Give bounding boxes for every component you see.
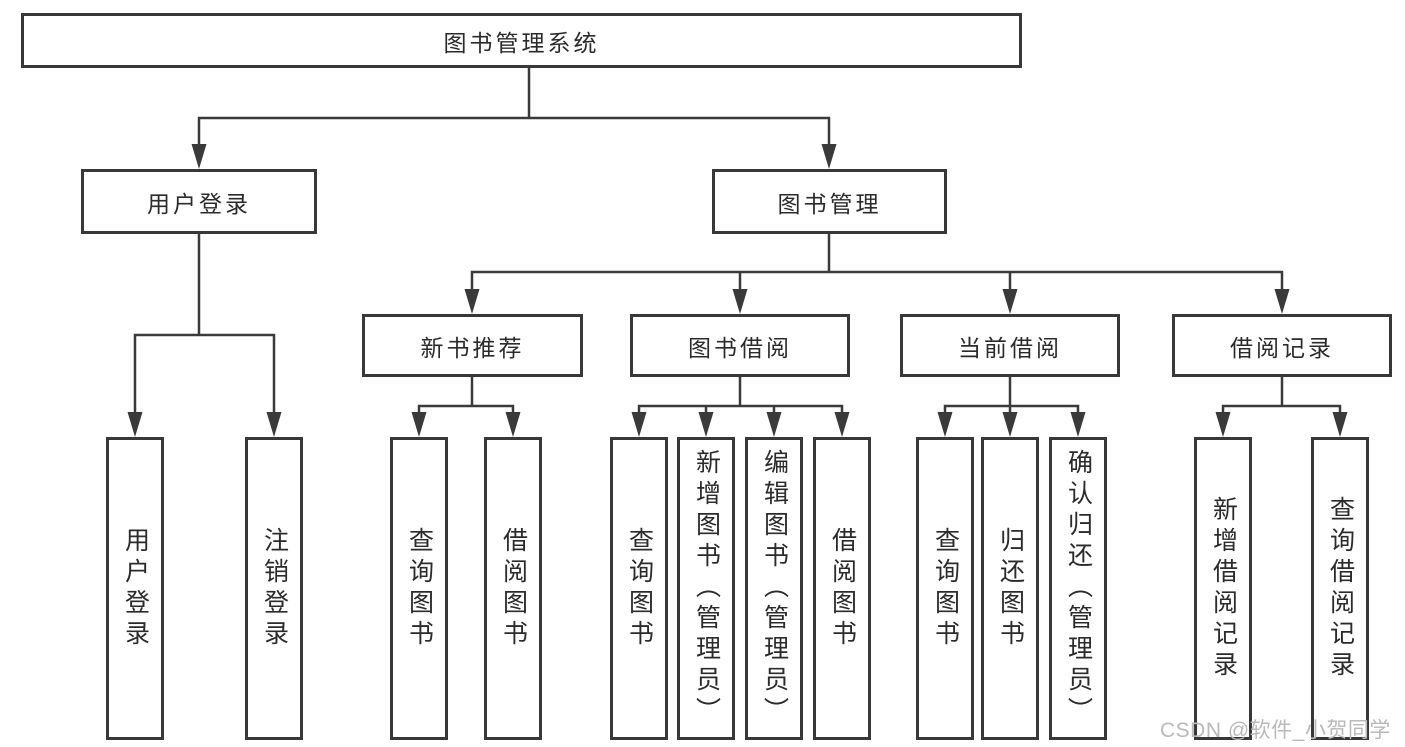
leaf-confirm-return-admin: 确认归还（管理员） xyxy=(1049,437,1107,740)
leaf-logout: 注销登录 xyxy=(245,437,303,740)
node-label: 查询图书 xyxy=(625,526,654,651)
leaf-borrow-books: 借阅图书 xyxy=(813,437,871,740)
node-label: 确认归还（管理员） xyxy=(1064,449,1093,728)
node-user-login: 用户登录 xyxy=(81,169,317,234)
node-book-borrowing: 图书借阅 xyxy=(630,314,850,377)
node-label: 查询图书 xyxy=(405,526,434,651)
node-label: 编辑图书（管理员） xyxy=(760,449,789,728)
csdn-watermark: CSDN @软件_小贺同学 xyxy=(1160,719,1391,742)
leaf-borrow-books-recommend: 借阅图书 xyxy=(484,437,542,740)
leaf-return-books: 归还图书 xyxy=(981,437,1039,740)
node-label: 查询借阅记录 xyxy=(1326,495,1355,682)
node-book-management: 图书管理 xyxy=(712,169,947,234)
node-label: 借阅记录 xyxy=(1230,334,1334,361)
leaf-query-books-current: 查询图书 xyxy=(916,437,974,740)
leaf-query-books-borrow: 查询图书 xyxy=(610,437,668,740)
node-new-book-recommendation: 新书推荐 xyxy=(362,314,583,377)
node-label: 新增图书（管理员） xyxy=(692,449,721,728)
node-label: 借阅图书 xyxy=(828,526,857,651)
node-label: 归还图书 xyxy=(996,526,1025,651)
node-label: 注销登录 xyxy=(260,526,289,651)
arrowheads xyxy=(127,144,1348,437)
leaf-query-books-recommend: 查询图书 xyxy=(390,437,448,740)
leaf-query-borrow-record: 查询借阅记录 xyxy=(1311,437,1369,740)
leaf-edit-book-admin: 编辑图书（管理员） xyxy=(745,437,803,740)
node-label: 图书管理系统 xyxy=(443,29,600,56)
node-label: 新书推荐 xyxy=(420,334,525,361)
node-label: 用户登录 xyxy=(147,190,251,217)
node-label: 当前借阅 xyxy=(958,334,1062,361)
node-label: 图书管理 xyxy=(777,190,882,217)
leaf-user-login: 用户登录 xyxy=(106,437,164,740)
node-label: 图书借阅 xyxy=(688,334,792,361)
node-label: 借阅图书 xyxy=(499,526,528,651)
node-label: 新增借阅记录 xyxy=(1209,495,1238,682)
node-current-borrowing: 当前借阅 xyxy=(900,314,1120,377)
leaf-add-borrow-record: 新增借阅记录 xyxy=(1194,437,1252,740)
node-borrowing-records: 借阅记录 xyxy=(1172,314,1392,377)
leaf-add-book-admin: 新增图书（管理员） xyxy=(677,437,735,740)
node-label: 用户登录 xyxy=(121,526,150,651)
node-library-management-system: 图书管理系统 xyxy=(21,13,1022,68)
node-label: 查询图书 xyxy=(931,526,960,651)
